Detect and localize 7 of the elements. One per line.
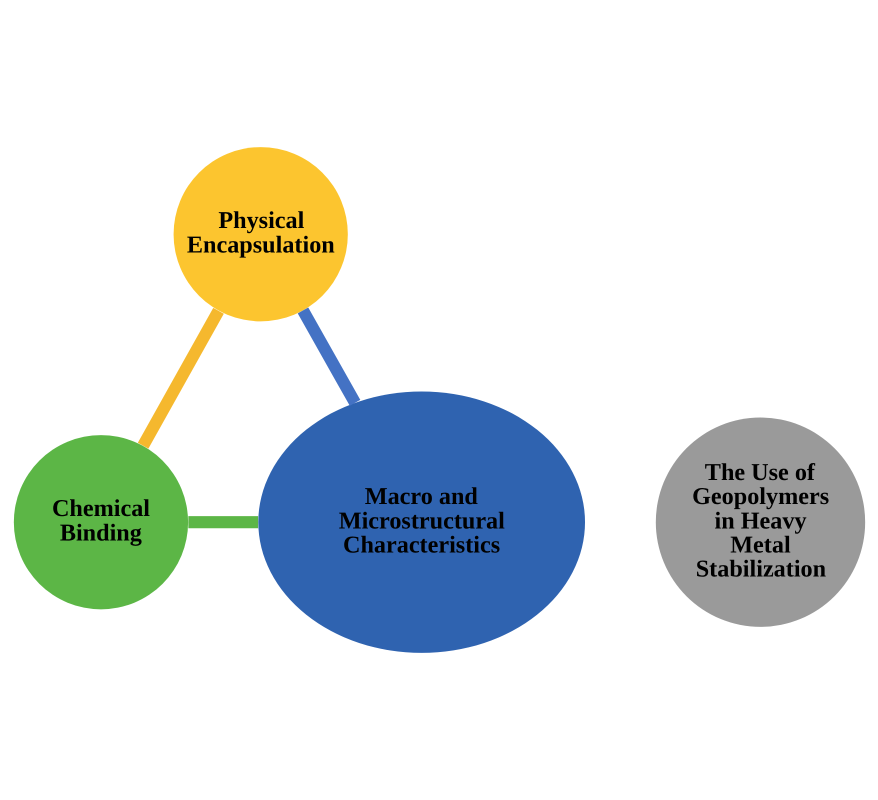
node-circle: Physical Encapsulation bbox=[173, 147, 348, 322]
connector bbox=[297, 307, 360, 406]
connector bbox=[137, 308, 224, 449]
node-circle: The Use of Geopolymers in Heavy Metal Stabilization bbox=[655, 418, 865, 627]
connector bbox=[188, 516, 258, 528]
node-circle: Chemical Binding bbox=[13, 435, 188, 610]
node-ellipse: Macro and Microstructural Characteristics bbox=[258, 392, 585, 653]
